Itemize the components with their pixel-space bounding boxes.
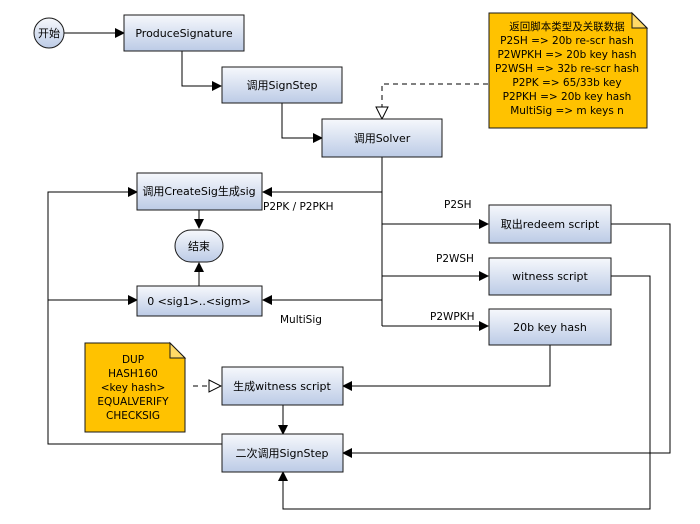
node-end: 结束 bbox=[174, 229, 224, 263]
note-solver-returns: 返回脚本类型及关联数据 P2SH => 20b re-scr hash P2WP… bbox=[488, 11, 649, 129]
label-p2pk-p2pkh: P2PK / P2PKH bbox=[263, 201, 334, 213]
node-key-hash-label: 20b key hash bbox=[513, 321, 587, 334]
node-produce-signature-label: ProduceSignature bbox=[135, 27, 233, 40]
label-multisig: MultiSig bbox=[280, 314, 322, 326]
node-gen-witness-script-label: 生成witness script bbox=[233, 379, 331, 393]
node-start-label: 开始 bbox=[38, 26, 60, 40]
note-p2wpkh-script: DUP HASH160 <key hash> EQUALVERIFY CHECK… bbox=[84, 341, 187, 433]
node-fetch-redeem: 取出redeem script bbox=[488, 204, 612, 244]
edge-note-solver bbox=[382, 83, 488, 119]
node-end-label: 结束 bbox=[188, 240, 210, 253]
node-second-signstep: 二次调用SignStep bbox=[221, 433, 344, 473]
node-call-solver: 调用Solver bbox=[321, 118, 443, 158]
node-fetch-redeem-label: 取出redeem script bbox=[501, 217, 600, 231]
note-solver-line-5: P2PKH => 20b key hash bbox=[503, 91, 632, 103]
node-key-hash: 20b key hash bbox=[488, 308, 612, 346]
note-solver-line-2: P2WPKH => 20b key hash bbox=[497, 49, 636, 61]
note-script-line-4: CHECKSIG bbox=[106, 410, 160, 422]
node-call-createsig: 调用CreateSig生成sig bbox=[136, 172, 263, 211]
label-p2sh: P2SH bbox=[444, 199, 472, 211]
edges bbox=[47, 28, 671, 510]
edge-loop-createsig bbox=[47, 187, 138, 300]
node-produce-signature: ProduceSignature bbox=[123, 14, 245, 52]
edge-second-loop bbox=[47, 300, 222, 445]
node-multisig-sigs: 0 <sig1>..<sigm> bbox=[136, 285, 263, 317]
note-script-line-1: HASH160 bbox=[108, 368, 158, 380]
edge-redeem-second bbox=[342, 223, 671, 458]
node-call-solver-label: 调用Solver bbox=[354, 132, 411, 145]
node-call-createsig-label: 调用CreateSig生成sig bbox=[142, 184, 255, 198]
label-p2wsh: P2WSH bbox=[436, 253, 474, 265]
note-solver-line-4: P2PK => 65/33b key bbox=[512, 77, 621, 89]
node-second-signstep-label: 二次调用SignStep bbox=[235, 446, 328, 460]
node-start: 开始 bbox=[33, 17, 65, 49]
note-script-line-3: EQUALVERIFY bbox=[97, 396, 169, 408]
edge-produce-signstep bbox=[181, 51, 222, 91]
edge-witness-second bbox=[278, 275, 651, 510]
note-solver-line-0: 返回脚本类型及关联数据 bbox=[509, 20, 625, 33]
note-script-line-2: <key hash> bbox=[101, 382, 166, 394]
node-witness-script-label: witness script bbox=[512, 270, 588, 283]
note-solver-line-6: MultiSig => m keys n bbox=[510, 105, 624, 117]
edge-signstep-solver bbox=[281, 103, 323, 143]
note-solver-line-3: P2WSH => 32b re-scr hash bbox=[495, 63, 639, 75]
node-multisig-sigs-label: 0 <sig1>..<sigm> bbox=[147, 295, 251, 308]
note-script-line-0: DUP bbox=[122, 354, 144, 366]
node-call-signstep-label: 调用SignStep bbox=[246, 79, 317, 92]
edge-keyhash-genwitness bbox=[342, 345, 551, 391]
node-call-signstep: 调用SignStep bbox=[221, 66, 343, 104]
node-gen-witness-script: 生成witness script bbox=[221, 366, 344, 406]
label-p2wpkh: P2WPKH bbox=[430, 311, 475, 323]
note-solver-line-1: P2SH => 20b re-scr hash bbox=[500, 35, 634, 47]
node-witness-script: witness script bbox=[488, 257, 612, 296]
